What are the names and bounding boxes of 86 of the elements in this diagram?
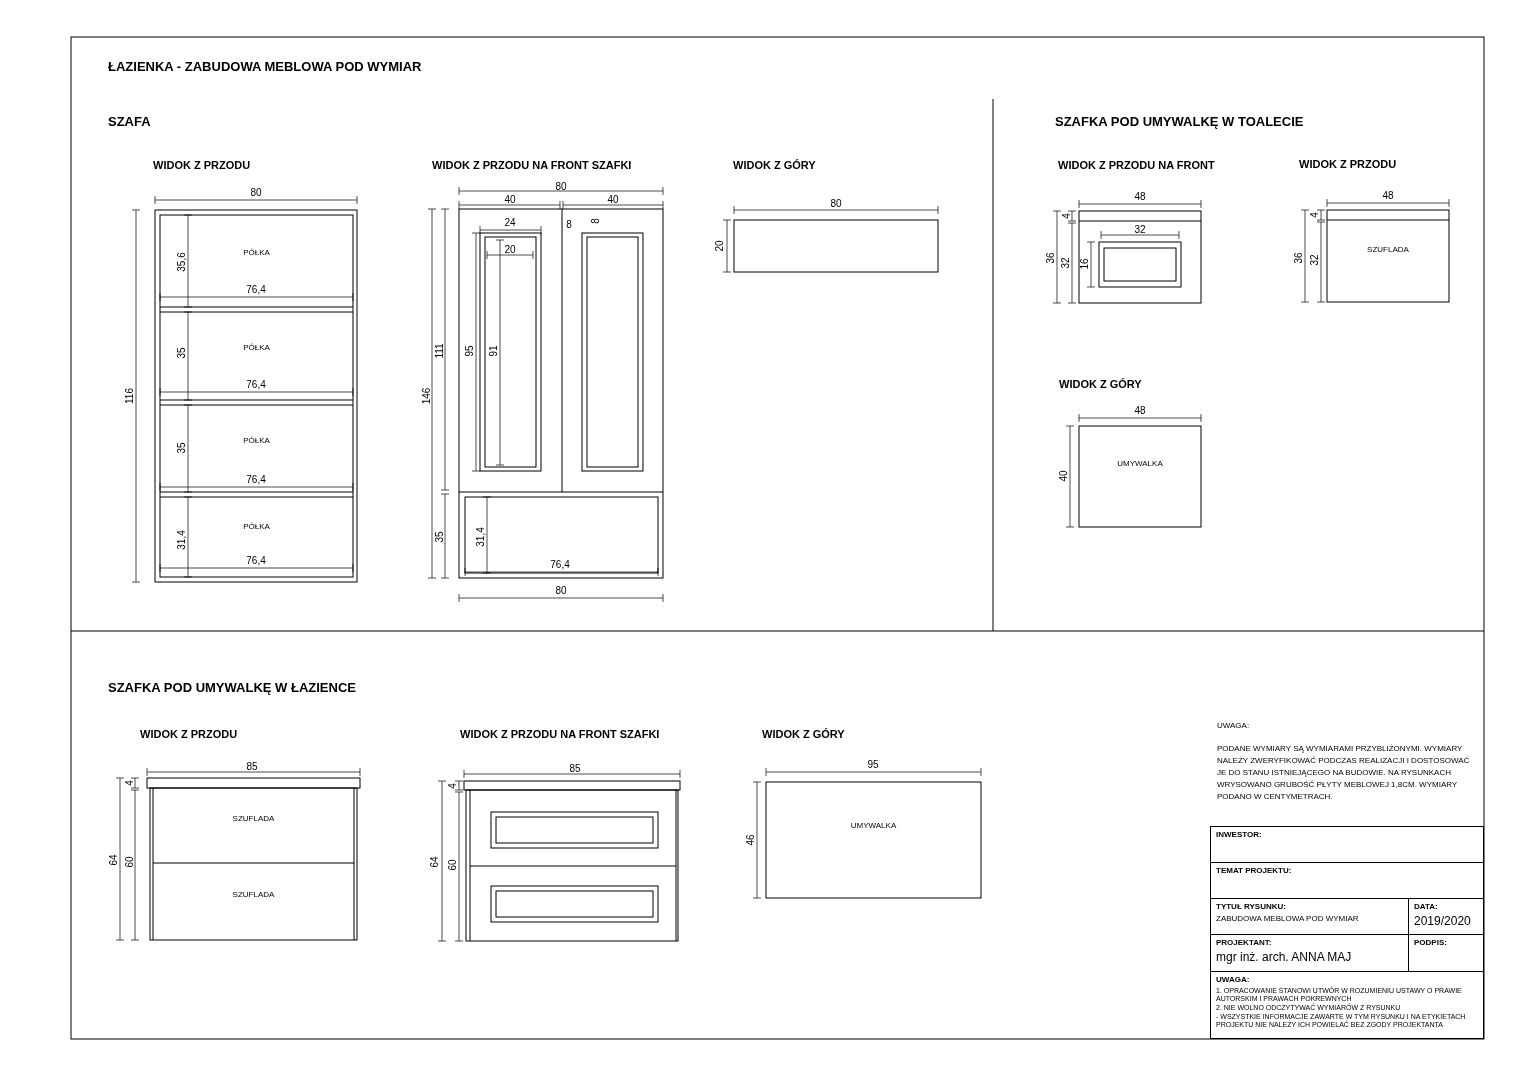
dimension-value: 76,4 xyxy=(550,560,570,570)
section-heading: SZAFA xyxy=(108,115,151,128)
dimension-value: 60 xyxy=(448,859,458,871)
dimension-value: 8 xyxy=(566,220,572,230)
view-title: WIDOK Z PRZODU NA FRONT SZAFKI xyxy=(432,160,632,171)
field-label: TYTUŁ RYSUNKU: xyxy=(1216,902,1286,911)
dimension-value: 36 xyxy=(1294,252,1304,264)
dimension-value: 76,4 xyxy=(246,380,266,390)
dimension-value: 85 xyxy=(569,764,581,774)
dimension-value: 31,4 xyxy=(476,527,486,547)
field-label: DATA: xyxy=(1414,902,1438,911)
dimension-value: 80 xyxy=(555,586,567,596)
field-label: PROJEKTANT: xyxy=(1216,938,1272,947)
dimension-value: 95 xyxy=(867,760,879,770)
dimension-value: 4 xyxy=(125,780,135,786)
compartment-label: PÓŁKA xyxy=(243,247,270,257)
compartment-label: SZUFLADA xyxy=(1367,244,1409,254)
note-heading: UWAGA: xyxy=(1217,722,1250,730)
view-title: WIDOK Z GÓRY xyxy=(733,160,816,171)
drawing-title: ŁAZIENKA - ZABUDOWA MEBLOWA POD WYMIAR xyxy=(108,60,422,73)
dimension-value: 24 xyxy=(504,218,516,228)
dimension-value: 4 xyxy=(1310,212,1320,218)
note-text: PODANE WYMIARY SĄ WYMIARAMI PRZYBLIŻONYMI. WYMIARY NALEŻY ZWERYFIKOWAĆ PODCZAS REALIZACJI I DOSTOSOWAĆ JE DO STANU ISTNIEJĄCEGO NA BUDOWIE. NA RYSUNKACH WRYSOWANO GRUBOŚĆ PŁYTY MEBLOWEJ 1,8CM. WYMIARY PODANO W CENTYMETRACH. xyxy=(1217,743,1471,803)
dimension-value: 32 xyxy=(1134,225,1146,235)
section-heading: SZAFKA POD UMYWALKĘ W TOALECIE xyxy=(1055,115,1304,128)
dimension-value: 60 xyxy=(125,856,135,868)
compartment-label: PÓŁKA xyxy=(243,342,270,352)
dimension-value: 64 xyxy=(109,854,119,866)
dimension-value: 20 xyxy=(715,240,725,252)
field-value: 2019/2020 xyxy=(1414,914,1471,928)
dimension-value: 46 xyxy=(746,834,756,846)
dimension-value: 4 xyxy=(448,783,458,789)
view-title: WIDOK Z PRZODU NA FRONT xyxy=(1058,160,1215,171)
dimension-value: 76,4 xyxy=(246,475,266,485)
dimension-value: 8 xyxy=(591,218,601,224)
dimension-value: 64 xyxy=(430,856,440,868)
view-title: WIDOK Z PRZODU NA FRONT SZAFKI xyxy=(460,729,660,740)
title-block-cell xyxy=(1210,862,1484,899)
dimension-value: 35 xyxy=(435,531,445,543)
dimension-value: 48 xyxy=(1382,191,1394,201)
view-title: WIDOK Z GÓRY xyxy=(762,729,845,740)
dimension-value: 48 xyxy=(1134,406,1146,416)
compartment-label: SZUFLADA xyxy=(232,813,275,823)
title-block-cell xyxy=(1210,826,1484,863)
dimension-value: 31,4 xyxy=(177,530,187,550)
dimension-value: 76,4 xyxy=(246,556,266,566)
dimension-value: 91 xyxy=(489,345,499,357)
field-value: mgr inż. arch. ANNA MAJ xyxy=(1216,950,1352,964)
compartment-label: UMYWALKA xyxy=(850,820,897,830)
title-block-cell xyxy=(1210,971,1484,1039)
dimension-value: 35 xyxy=(177,442,187,454)
dimension-value: 4 xyxy=(1062,213,1072,219)
field-label: INWESTOR: xyxy=(1216,830,1262,839)
dimension-value: 146 xyxy=(422,387,432,405)
dimension-value: 36 xyxy=(1046,252,1056,264)
dimension-value: 85 xyxy=(246,762,258,772)
dimension-value: 116 xyxy=(125,388,135,404)
view-title: WIDOK Z GÓRY xyxy=(1059,379,1142,390)
compartment-label: UMYWALKA xyxy=(1117,458,1163,468)
dimension-value: 35,6 xyxy=(177,252,187,272)
compartment-label: PÓŁKA xyxy=(243,521,270,531)
field-value: ZABUDOWA MEBLOWA POD WYMIAR xyxy=(1216,914,1359,923)
compartment-label: SZUFLADA xyxy=(232,889,275,899)
dimension-value: 35 xyxy=(177,347,187,359)
dimension-value: 80 xyxy=(830,199,842,209)
field-label: TEMAT PROJEKTU: xyxy=(1216,866,1292,875)
dimension-value: 95 xyxy=(465,345,475,357)
dimension-value: 32 xyxy=(1061,257,1071,269)
view-title: WIDOK Z PRZODU xyxy=(1299,159,1397,170)
compartment-label: PÓŁKA xyxy=(243,435,270,445)
dimension-value: 40 xyxy=(1059,470,1069,482)
field-label: UWAGA: xyxy=(1216,975,1250,984)
section-heading: SZAFKA POD UMYWALKĘ W ŁAZIENCE xyxy=(108,681,356,694)
dimension-value: 80 xyxy=(250,188,262,198)
dimension-value: 111 xyxy=(435,343,445,359)
field-label: PODPIS: xyxy=(1414,938,1447,947)
dimension-value: 80 xyxy=(555,182,567,192)
view-title: WIDOK Z PRZODU xyxy=(140,729,238,740)
dimension-value: 48 xyxy=(1134,192,1146,202)
dimension-value: 16 xyxy=(1080,258,1090,270)
view-title: WIDOK Z PRZODU xyxy=(153,160,251,171)
dimension-value: 40 xyxy=(504,195,516,205)
dimension-value: 76,4 xyxy=(246,285,266,295)
dimension-value: 32 xyxy=(1310,254,1320,266)
dimension-value: 40 xyxy=(607,195,619,205)
dimension-value: 20 xyxy=(504,245,516,255)
